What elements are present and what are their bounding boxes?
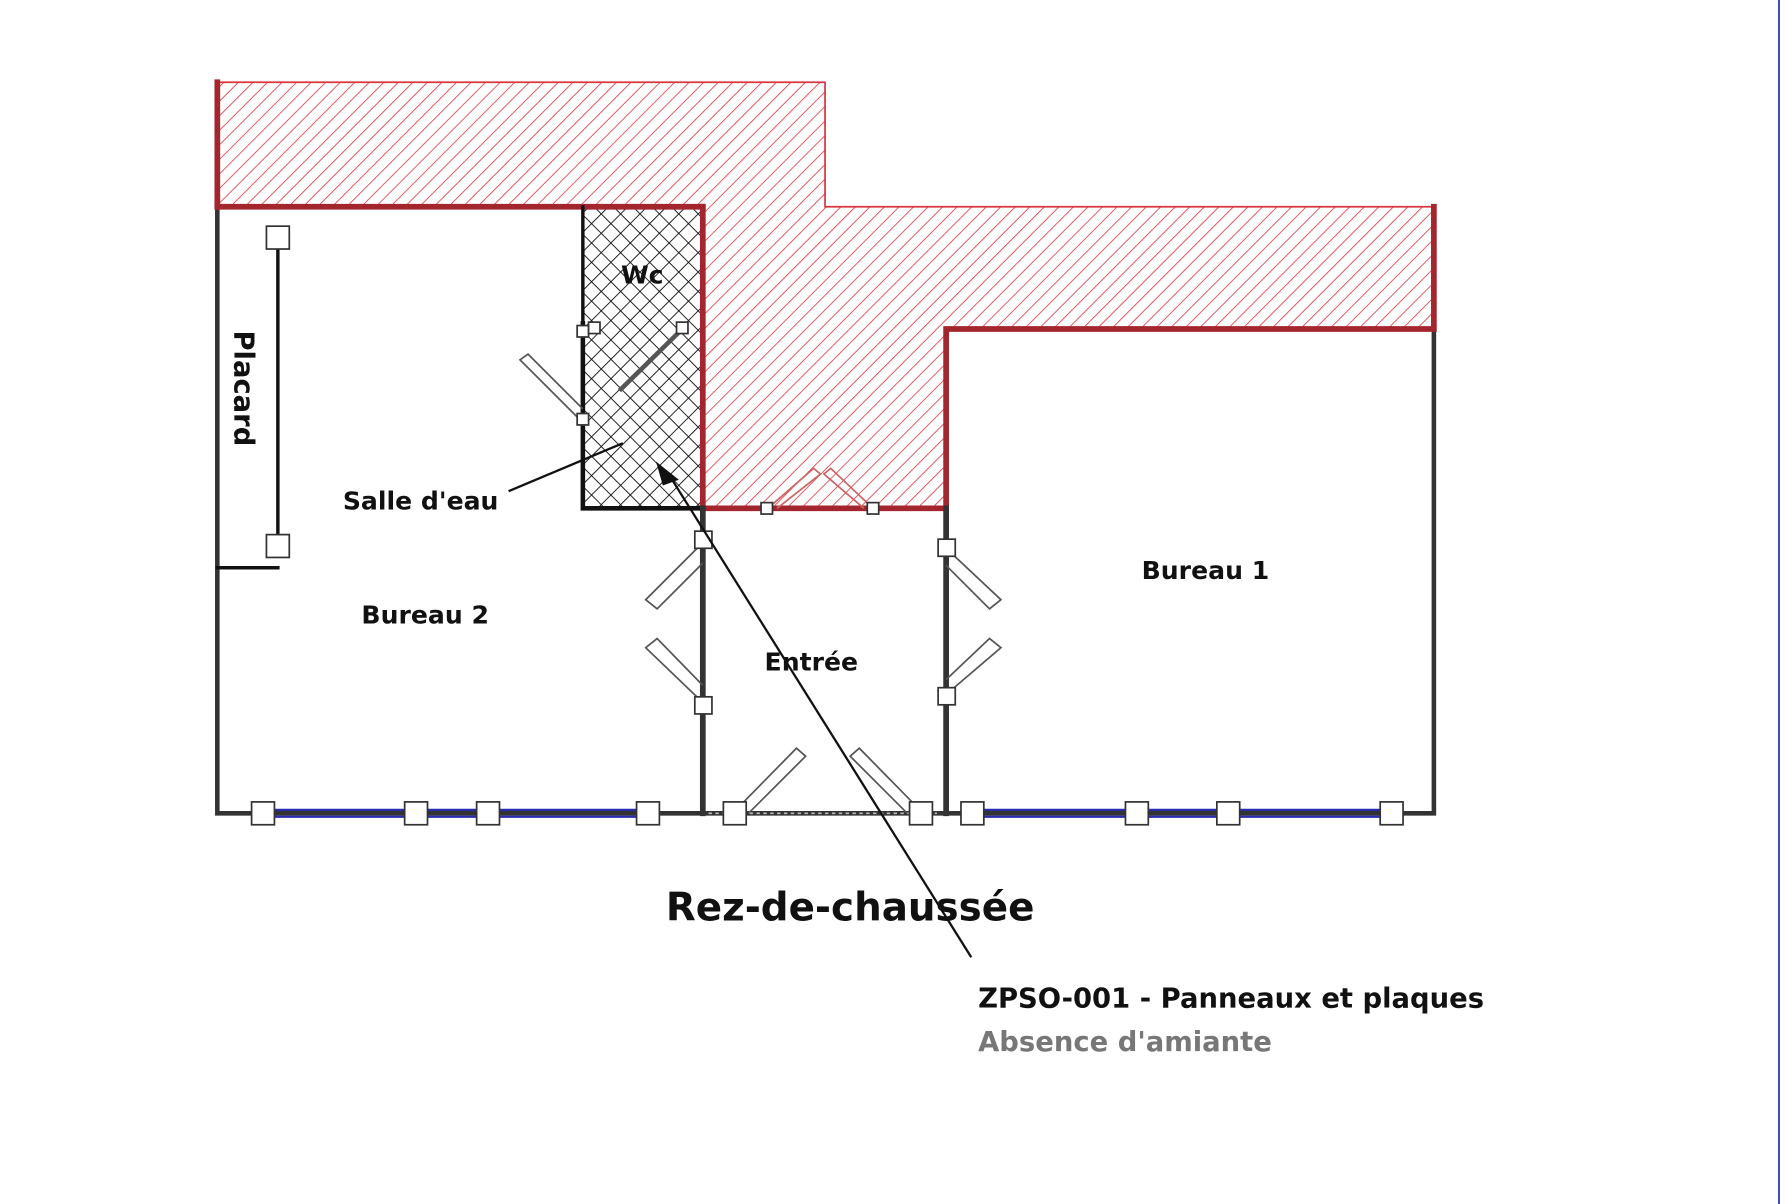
wc-crosshatch (582, 206, 701, 509)
room-label-bureau2: Bureau 2 (361, 601, 489, 630)
windows (263, 808, 1392, 818)
handles (250, 225, 1404, 826)
annotation-leader (667, 473, 973, 958)
arrow-icon (655, 461, 679, 486)
room-label-placard: Placard (227, 330, 258, 446)
doors (518, 327, 1003, 815)
plan-title: Rez-de-chaussée (666, 886, 1035, 931)
panel-border (1778, 0, 1780, 1204)
room-label-wc: Wc (621, 260, 664, 289)
room-label-entree: Entrée (765, 648, 859, 677)
room-label-salle-deau: Salle d'eau (343, 486, 499, 515)
room-label-bureau1: Bureau 1 (1142, 556, 1270, 585)
annotation-result: Absence d'amiante (978, 1027, 1272, 1058)
annotation-zone: ZPSO-001 - Panneaux et plaques (978, 984, 1484, 1015)
asbestos-zone-hatch (216, 81, 1435, 510)
salle-deau-leader (508, 442, 624, 493)
